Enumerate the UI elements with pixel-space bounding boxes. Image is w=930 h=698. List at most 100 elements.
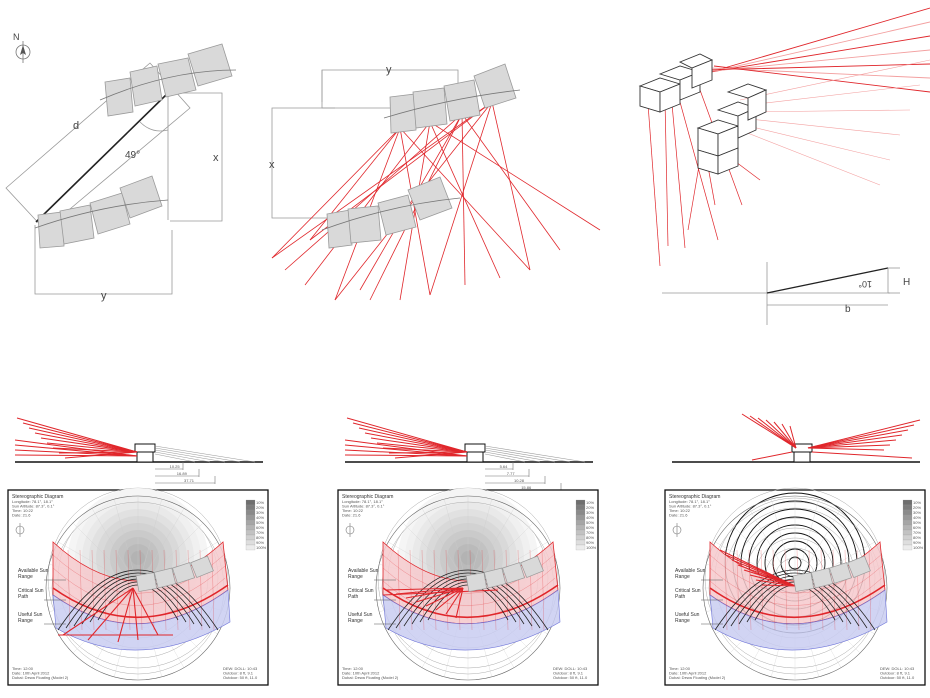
sun-ray: [713, 65, 930, 93]
building-block: [464, 443, 486, 453]
sun-ray: [749, 415, 797, 449]
sun-ray: [739, 129, 881, 186]
sun-ray: [22, 422, 138, 453]
diagram-title: Stereographic Diagram: [342, 494, 393, 500]
legend-label: 20%: [586, 505, 594, 510]
sun-ray: [455, 587, 464, 619]
sun-ray: [739, 109, 911, 113]
legend-swatch: [245, 524, 256, 531]
diagram-rays: [719, 549, 796, 587]
axo-blocks: [638, 53, 768, 175]
grid-line: [868, 549, 872, 631]
range-label: Available Sun: [18, 568, 49, 574]
grid-line: [175, 549, 179, 631]
critical-sun-path: [52, 584, 229, 619]
sun-ray: [385, 587, 464, 591]
diagram-info-line: Sun Altitude: 87.3°, 0.1°: [342, 504, 385, 509]
building-block: [829, 562, 852, 584]
legend-label: 20%: [913, 505, 921, 510]
sun-ray: [429, 121, 501, 279]
sun-ray: [739, 117, 901, 136]
legend-label: 50%: [256, 520, 264, 525]
sun-ray: [382, 589, 499, 596]
building-block: [136, 451, 154, 463]
diagram-info-line: Date: 21.6: [12, 513, 31, 518]
legend-label: 80%: [586, 535, 594, 540]
sun-ray: [705, 63, 930, 71]
diagram-blocks: [465, 555, 544, 592]
grid-line: [736, 549, 740, 631]
footer-left-line: Date: 10th April 2012: [669, 671, 707, 676]
sun-ray: [671, 103, 686, 249]
diagram-rays: [58, 587, 173, 643]
sun-ray: [429, 101, 493, 296]
diagram-rays: [382, 587, 499, 619]
sun-ray: [359, 113, 463, 291]
legend-label: 30%: [913, 510, 921, 515]
critical-sun-path: [709, 584, 886, 619]
sun-ray: [304, 121, 431, 286]
legend-label: 60%: [256, 525, 264, 530]
sun-ray: [739, 59, 930, 101]
diagram-blocks: [135, 555, 214, 592]
diagram-info-line: Sun Altitude: 87.3°, 0.1°: [12, 504, 55, 509]
legend-label: 100%: [256, 545, 267, 550]
sun-ray: [739, 123, 891, 161]
dimension-value: 10.28: [514, 478, 525, 483]
sun-ray: [46, 442, 138, 453]
sun-ray: [14, 439, 138, 457]
sun-ray: [34, 432, 138, 453]
guide-line: [484, 445, 586, 463]
building-block: [190, 555, 214, 579]
legend-label: 50%: [586, 520, 594, 525]
grid-line: [67, 549, 71, 631]
footer-left-line: Date: 10th April 2012: [12, 671, 50, 676]
range-label: Available Sun: [348, 568, 379, 574]
legend-label: 60%: [586, 525, 594, 530]
legend-label: 60%: [913, 525, 921, 530]
sun-ray: [765, 419, 797, 449]
y-label-middle: y: [386, 64, 392, 76]
middle-upper-blocks: [383, 63, 521, 134]
legend-swatch: [245, 499, 256, 506]
grid-line: [832, 549, 836, 631]
grid-line: [505, 549, 509, 631]
shadow-arc: [714, 569, 876, 631]
sun-ray: [807, 444, 891, 449]
sun-ray: [370, 437, 468, 453]
sun-ray: [28, 427, 138, 453]
sun-ray: [807, 419, 921, 449]
diagram-info-line: Longitude: 78.1°, 18.1°: [342, 499, 383, 504]
building-block: [520, 555, 544, 579]
legend-label: 100%: [913, 545, 924, 550]
x-label-middle: x: [269, 159, 275, 171]
guide-line: [484, 451, 541, 463]
footer-right-line: DEW: DOLL: 10:43: [880, 666, 915, 671]
sun-ray: [14, 444, 138, 457]
shadow-arc: [57, 569, 219, 631]
range-label: Range: [18, 574, 33, 580]
sun-ray: [755, 579, 796, 587]
sun-ray: [87, 587, 134, 641]
grid-line: [211, 549, 215, 631]
sun-ray: [491, 101, 531, 271]
sun-ray: [415, 587, 464, 603]
grid-line: [103, 549, 107, 631]
legend-swatch: [575, 519, 586, 526]
y-dimension-box: [34, 225, 173, 295]
sun-ray: [693, 21, 930, 77]
diagram-blocks: [792, 555, 871, 592]
legend-swatch: [245, 539, 256, 546]
building-block: [134, 443, 156, 453]
axonometric-diagram: 10° H b: [638, 7, 930, 325]
guide-line: [484, 453, 526, 463]
legend-swatch: [902, 539, 913, 546]
sun-ray: [757, 417, 797, 449]
grid-line: [79, 549, 83, 631]
critical-sun-path: [382, 584, 559, 619]
building-block: [810, 567, 834, 589]
legend-label: 10%: [913, 500, 921, 505]
legend-swatch: [575, 524, 586, 531]
